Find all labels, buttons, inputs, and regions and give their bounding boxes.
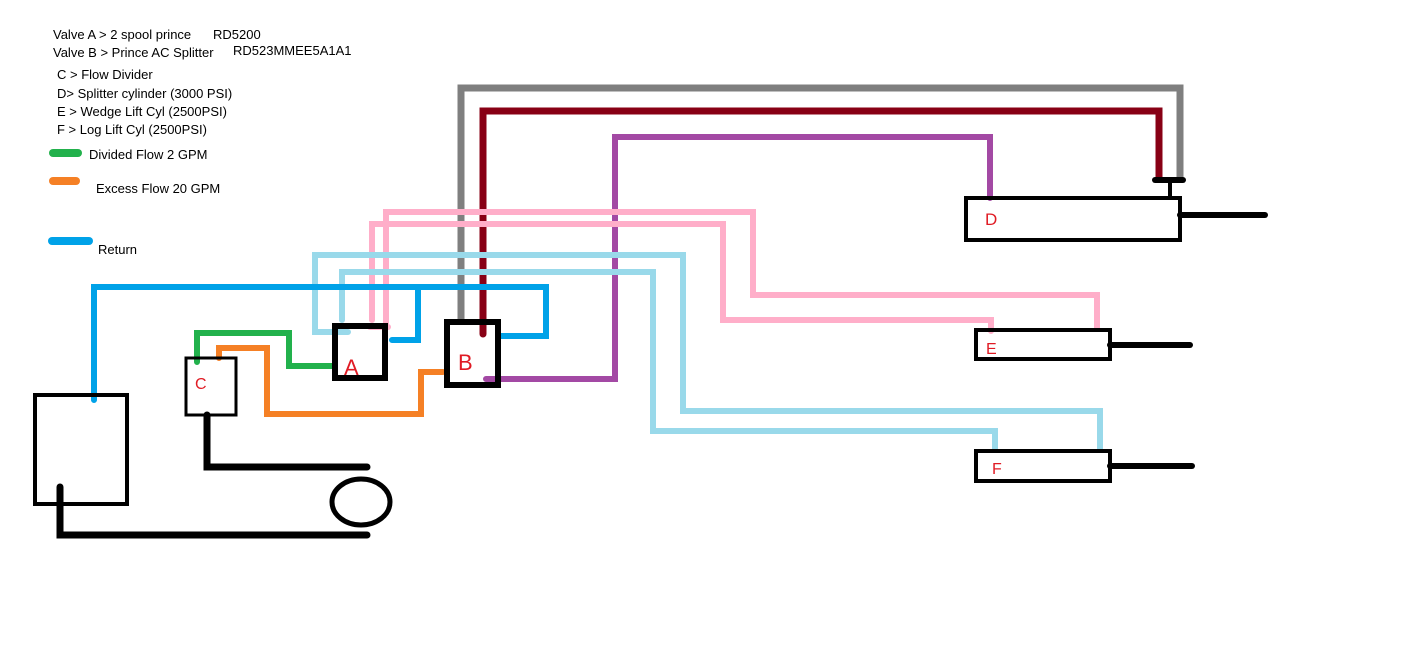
legend-excess-flow: Excess Flow 20 GPM xyxy=(96,181,220,196)
label-a: A xyxy=(344,355,359,380)
pink-hose-a-to-e-cap xyxy=(383,209,1100,331)
hose-lines xyxy=(56,84,1184,539)
legend-return: Return xyxy=(98,242,137,257)
label-e: E xyxy=(986,341,997,358)
legend-d: D> Splitter cylinder (3000 PSI) xyxy=(57,86,232,101)
legend-valve-a-part: RD5200 xyxy=(213,27,261,42)
valve-a xyxy=(332,323,388,381)
gray-hose-b-to-d xyxy=(457,84,1184,324)
legend-valve-b-part: RD523MMEE5A1A1 xyxy=(233,43,352,58)
excess-flow-hose-c-to-b xyxy=(216,345,446,417)
pressure-line-pump-to-c xyxy=(203,411,371,471)
divided-flow-hose-c-to-a xyxy=(194,330,335,369)
pump xyxy=(329,476,393,528)
cylinder-d xyxy=(964,196,1182,242)
purple-hose-b-to-d xyxy=(483,134,993,382)
legend: Valve A > 2 spool prince RD5200 Valve B … xyxy=(48,27,352,257)
label-d: D xyxy=(985,210,997,229)
legend-c: C > Flow Divider xyxy=(57,67,153,82)
label-f: F xyxy=(992,461,1002,478)
components: C A B D E F xyxy=(33,177,1268,528)
legend-e: E > Wedge Lift Cyl (2500PSI) xyxy=(57,104,227,119)
legend-divided-flow: Divided Flow 2 GPM xyxy=(89,147,207,162)
return-hose-a xyxy=(389,284,421,343)
flow-divider-c xyxy=(184,356,238,417)
label-b: B xyxy=(458,350,473,375)
label-c: C xyxy=(195,376,207,393)
legend-valve-a: Valve A > 2 spool prince xyxy=(53,27,191,42)
pink-hose-a-to-e-rod xyxy=(369,221,994,334)
valve-b xyxy=(444,319,501,388)
legend-f: F > Log Lift Cyl (2500PSI) xyxy=(57,122,207,137)
light-blue-hose-a-to-f-rod xyxy=(339,269,998,453)
light-blue-hose-a-to-f-cap xyxy=(312,252,1103,453)
legend-valve-b: Valve B > Prince AC Splitter xyxy=(53,45,214,60)
suction-line-tank-to-pump xyxy=(56,483,371,539)
tank xyxy=(33,393,129,506)
return-hose-tank-to-b xyxy=(91,284,549,403)
